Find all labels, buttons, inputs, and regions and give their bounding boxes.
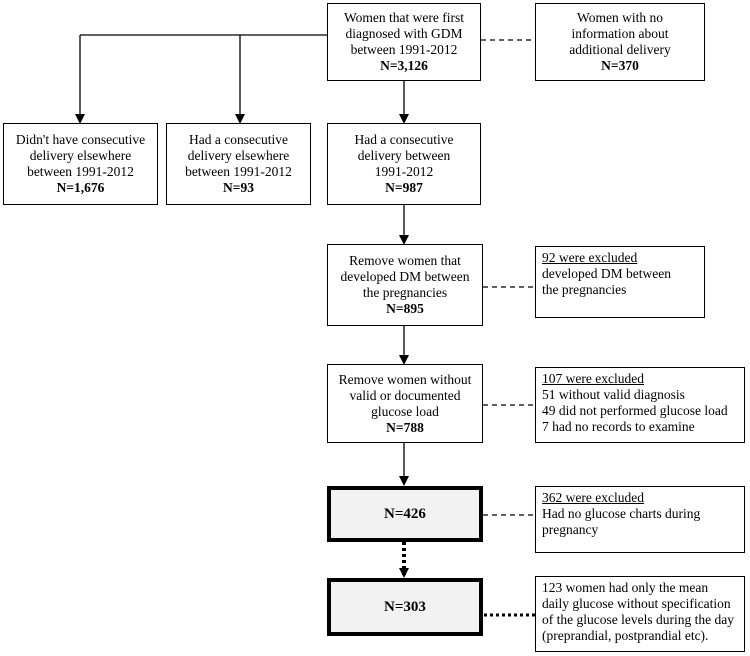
box-consecutive-elsewhere-line-3: between 1991-2012 [185, 164, 292, 179]
box-remove-glucose-count: N=788 [386, 419, 424, 435]
box-remove-dm-line-2: developed DM between [340, 269, 470, 284]
box-remove-dm-line-1: Remove women that [349, 253, 461, 268]
exclusion-glucose-title: 107 were excluded [542, 371, 644, 386]
exclusion-charts: 362 were excluded Had no glucose charts … [535, 486, 745, 553]
box-no-info-count: N=370 [601, 58, 639, 73]
exclusion-mean-line-2: daily glucose without specification [542, 596, 731, 611]
box-n426: N=426 [327, 486, 483, 542]
box-first-diagnosis: Women that were first diagnosed with GDM… [327, 3, 481, 81]
box-remove-glucose-line-1: Remove women without [338, 371, 472, 387]
box-first-diagnosis-line-2: diagnosed with GDM [345, 26, 463, 41]
box-consecutive-elsewhere-count: N=93 [223, 180, 254, 195]
box-no-consecutive-line-3: between 1991-2012 [27, 164, 134, 179]
box-no-consecutive-line-2: delivery elsewhere [29, 148, 132, 163]
box-remove-glucose-line-3: glucose load [371, 403, 439, 419]
box-consecutive-line-1: Had a consecutive [354, 132, 454, 147]
exclusion-glucose-line-2: 49 did not performed glucose load [542, 403, 728, 418]
exclusion-mean-line-3: of the glucose levels during the day [542, 612, 734, 627]
box-remove-dm-count: N=895 [386, 301, 424, 316]
box-no-consecutive: Didn't have consecutive delivery elsewhe… [3, 123, 158, 205]
exclusion-dm: 92 were excluded developed DM between th… [535, 246, 705, 318]
exclusion-dm-line-1: developed DM between [542, 266, 671, 281]
box-consecutive-count: N=987 [385, 180, 423, 195]
box-first-diagnosis-count: N=3,126 [380, 58, 428, 73]
exclusion-dm-title: 92 were excluded [542, 250, 638, 265]
box-consecutive-elsewhere-line-2: delivery elsewhere [187, 148, 290, 163]
box-no-consecutive-count: N=1,676 [56, 180, 105, 195]
box-no-info: Women with no information about addition… [535, 3, 705, 81]
box-first-diagnosis-line-1: Women that were first [344, 10, 464, 25]
box-consecutive-line-3: 1991-2012 [374, 164, 434, 179]
exclusion-charts-title: 362 were excluded [542, 490, 644, 505]
box-consecutive-elsewhere: Had a consecutive delivery elsewhere bet… [166, 123, 311, 205]
exclusion-glucose-line-3: 7 had no records to examine [542, 419, 695, 434]
exclusion-charts-line-2: pregnancy [542, 522, 599, 537]
box-no-info-line-2: information about [571, 26, 669, 41]
box-consecutive-elsewhere-line-1: Had a consecutive [189, 132, 288, 147]
box-no-info-line-1: Women with no [577, 10, 663, 25]
exclusion-mean-line-4: (preprandial, postprandial etc). [542, 628, 709, 643]
box-remove-glucose-line-2: valid or documented [349, 387, 461, 403]
box-remove-glucose: Remove women without valid or documented… [327, 364, 483, 443]
box-no-consecutive-line-1: Didn't have consecutive [15, 132, 146, 147]
box-first-diagnosis-line-3: between 1991-2012 [350, 42, 458, 57]
box-remove-dm-line-3: the pregnancies [362, 285, 448, 300]
exclusion-mean-line-1: 123 women had only the mean [542, 580, 709, 595]
box-n303-count: N=303 [384, 599, 426, 615]
box-remove-dm: Remove women that developed DM between t… [327, 244, 483, 326]
box-consecutive-line-2: delivery between [357, 148, 451, 163]
exclusion-mean: 123 women had only the mean daily glucos… [535, 576, 745, 652]
box-no-info-line-3: additional delivery [569, 42, 671, 57]
box-n303: N=303 [327, 578, 483, 636]
exclusion-charts-line-1: Had no glucose charts during [542, 506, 701, 521]
exclusion-dm-line-2: the pregnancies [542, 282, 627, 297]
exclusion-glucose-line-1: 51 without valid diagnosis [542, 387, 685, 402]
box-consecutive: Had a consecutive delivery between 1991-… [327, 123, 481, 205]
box-n426-count: N=426 [384, 506, 426, 522]
exclusion-glucose: 107 were excluded 51 without valid diagn… [535, 367, 745, 443]
